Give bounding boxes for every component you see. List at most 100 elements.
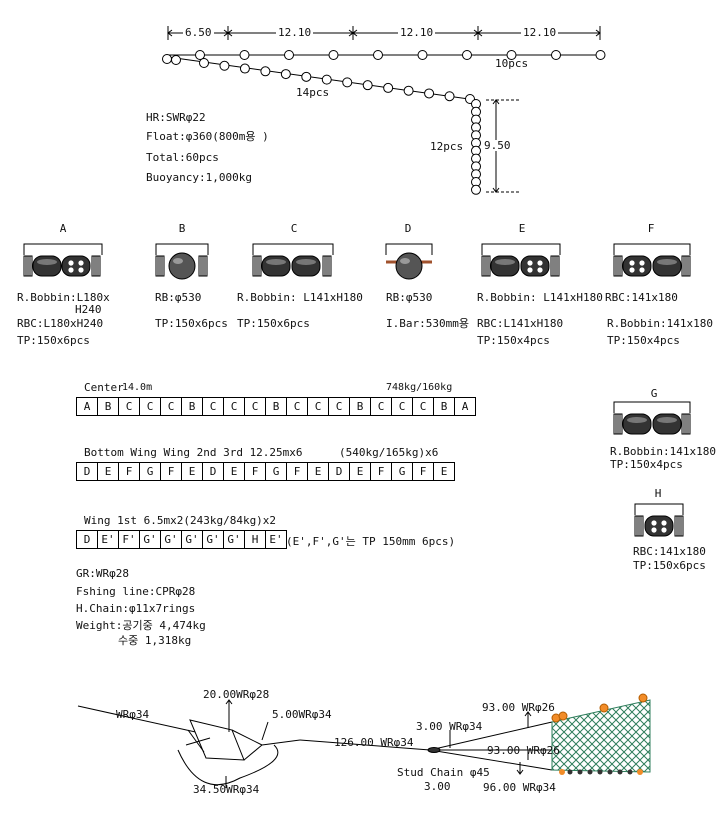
sequence-cell: C — [287, 398, 308, 415]
sequence-cell: D — [203, 463, 224, 480]
sequence-cell: F — [287, 463, 308, 480]
sequence-cell: A — [461, 400, 469, 413]
float — [417, 50, 428, 60]
float — [551, 50, 561, 60]
float — [373, 50, 383, 60]
note-weight-water: 수중 1,318kg — [118, 634, 192, 647]
note-gr: GR:WRφ28 — [76, 567, 129, 580]
sequence-cell: E — [98, 463, 119, 480]
vert-count: 12pcs — [430, 140, 464, 153]
sequence-cell: C — [392, 398, 413, 415]
unit-f-spec-3: TP:150x4pcs — [607, 334, 680, 347]
diag-count: 14pcs — [296, 86, 330, 99]
sequence-cell: A — [77, 398, 98, 415]
sequence-cell: D — [77, 531, 98, 548]
sequence-cell: C — [119, 398, 140, 415]
rig-stud-length: 3.00 — [424, 780, 451, 793]
float — [284, 50, 294, 60]
unit-f-spec-2: R.Bobbin:141x180 — [607, 317, 713, 330]
center-weight: 748kg/160kg — [386, 382, 453, 393]
rig-warp: WRφ34 — [116, 708, 150, 721]
float — [424, 88, 435, 99]
bottom-wing-title: Bottom Wing Wing 2nd 3rd 12.25mx6 — [84, 446, 303, 459]
float — [321, 74, 332, 85]
spec-hr: HR:SWRφ22 — [146, 111, 206, 124]
unit-a-spec-1: R.Bobbin:L180x — [17, 291, 110, 304]
sequence-cell: F' — [119, 531, 140, 548]
rig-stud-chain: Stud Chain φ45 — [397, 766, 490, 779]
sequence-cell: C — [140, 398, 161, 415]
unit-c-spec-1: R.Bobbin: L141xH180 — [237, 291, 363, 304]
sequence-cell: G — [266, 463, 287, 480]
sequence-cell: G' — [140, 531, 161, 548]
sequence-cell: C — [161, 398, 182, 415]
sequence-cell: G' — [203, 531, 224, 548]
center-length: 14.0m — [122, 382, 153, 393]
sequence-cell: F — [371, 463, 392, 480]
wing1-note: (E',F',G'는 TP 150mm 6pcs) — [286, 535, 456, 548]
wing1-title: Wing 1st 6.5mx2(243kg/84kg)x2 — [84, 514, 277, 527]
unit-f-label: F — [647, 222, 655, 235]
dim-3: 12.10 — [398, 26, 436, 39]
rig-34-5m: 34.50WRφ34 — [193, 783, 260, 796]
unit-icons — [23, 243, 691, 537]
rig-126m: 126.00 WRφ34 — [334, 736, 414, 749]
float — [328, 50, 339, 60]
spec-buoyancy: Buoyancy:1,000kg — [146, 171, 252, 184]
sequence-cell: B — [350, 398, 371, 415]
unit-e-spec-3: TP:150x4pcs — [477, 334, 550, 347]
sequence-cell: C — [308, 398, 329, 415]
rig-93m-mid: 93.00 WRφ26 — [487, 744, 560, 757]
sequence-cell: G' — [224, 531, 245, 548]
float — [199, 58, 209, 68]
rig-96m: 96.00 WRφ34 — [483, 781, 556, 794]
dim-2: 12.10 — [276, 26, 314, 39]
sequence-cell: C — [224, 398, 245, 415]
rig-5m: 5.00WRφ34 — [272, 708, 332, 721]
float — [506, 50, 517, 60]
sequence-cell: E' — [98, 531, 119, 548]
unit-g-label: G — [650, 387, 658, 400]
unit-e-spec-2: RBC:L141xH180 — [477, 317, 564, 330]
unit-c-spec-2: TP:150x6pcs — [237, 317, 310, 330]
sequence-cell: F — [119, 463, 140, 480]
sequence-cell: F — [161, 463, 182, 480]
float — [462, 50, 472, 60]
unit-h-spec-1: RBC:141x180 — [633, 545, 706, 558]
unit-d-label: D — [404, 222, 412, 235]
float — [239, 50, 250, 60]
sequence-cell: E — [350, 463, 371, 480]
sequence-cell: G' — [182, 531, 203, 548]
headrope-diagram — [162, 26, 606, 195]
sequence-cell: F — [245, 463, 266, 480]
note-weight-air: Weight:공기중 4,474kg — [76, 619, 206, 632]
float — [383, 82, 394, 93]
sequence-cell: C — [371, 398, 392, 415]
note-fishing-line: Fshing line:CPRφ28 — [76, 585, 196, 598]
sequence-cell: B — [434, 398, 455, 415]
unit-b-spec-2: TP:150x6pcs — [155, 317, 228, 330]
unit-a-spec-2: H240 — [75, 303, 102, 316]
unit-f-spec-1: RBC:141x180 — [605, 291, 678, 304]
sequence-cell: E — [308, 463, 329, 480]
sequence-cell: C — [413, 398, 434, 415]
unit-b-label: B — [178, 222, 186, 235]
unit-g-spec-1: R.Bobbin:141x180 — [610, 445, 716, 458]
unit-e-spec-1: R.Bobbin: L141xH180 — [477, 291, 603, 304]
unit-g-spec-2: TP:150x4pcs — [610, 458, 683, 471]
sequence-cell: G — [392, 463, 413, 480]
center-title: Center — [84, 381, 124, 394]
float — [219, 60, 230, 71]
sequence-cell: E' — [269, 533, 283, 546]
spec-total: Total:60pcs — [146, 151, 219, 164]
dim-1: 6.50 — [183, 26, 214, 39]
float — [280, 69, 291, 80]
float — [362, 80, 373, 91]
unit-a-label: A — [59, 222, 67, 235]
unit-h-label: H — [654, 487, 662, 500]
rig-20m: 20.00WRφ28 — [203, 688, 270, 701]
sequence-cell: E — [182, 463, 203, 480]
